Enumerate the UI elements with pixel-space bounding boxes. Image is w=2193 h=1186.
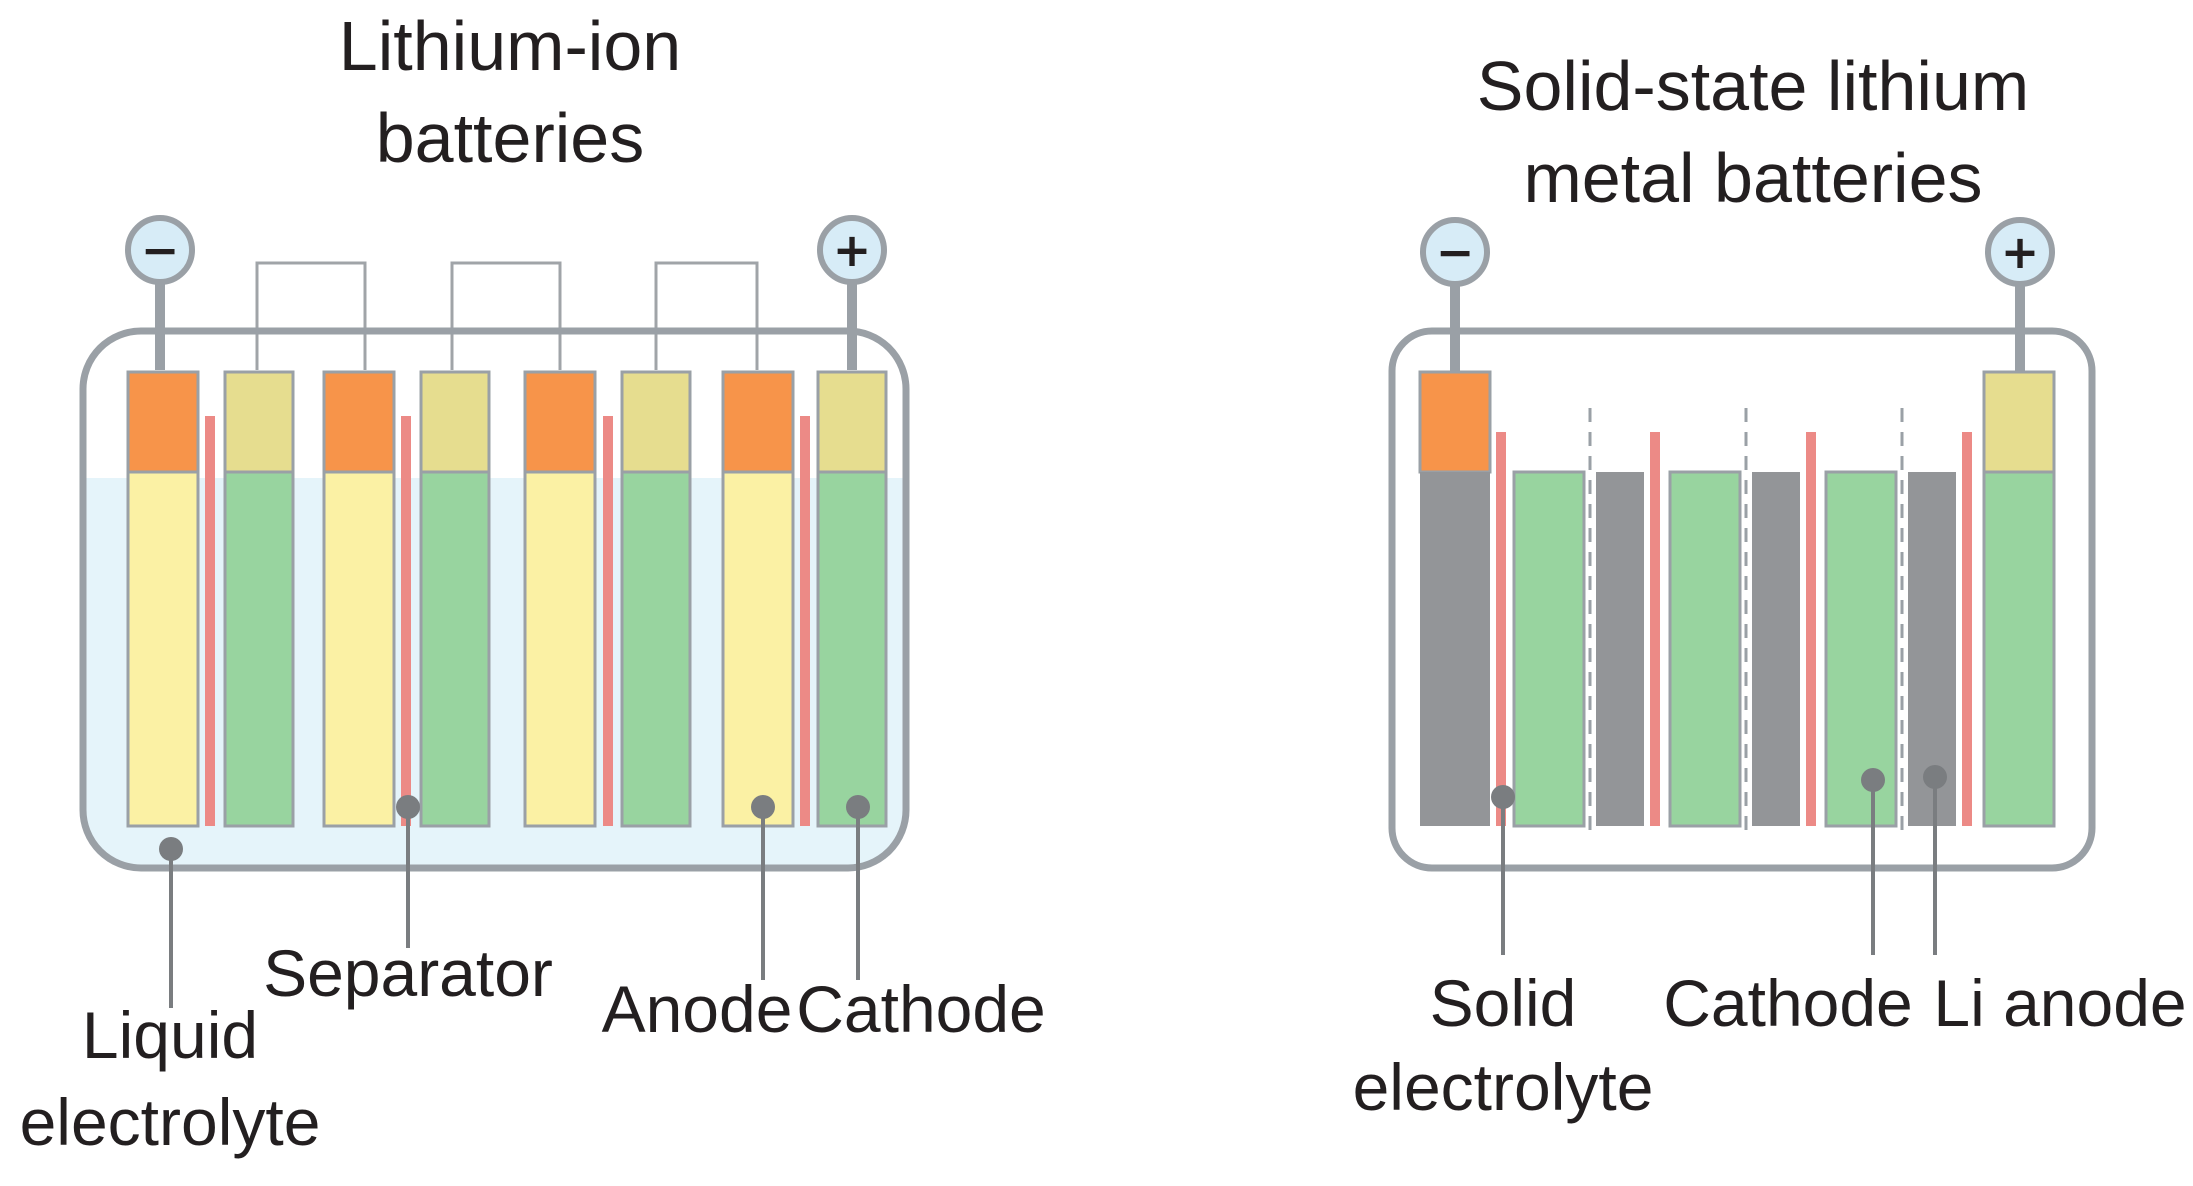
- liquid-electrolyte-label-line2: electrolyte: [20, 1085, 321, 1159]
- cathode-layer: [620, 470, 692, 828]
- cathode-layer: [1512, 470, 1586, 828]
- anode-current-collector: [721, 370, 795, 474]
- anode-current-collector: [126, 370, 200, 474]
- anode-layer: [721, 470, 795, 828]
- anode-label: Anode: [602, 972, 793, 1046]
- separator: [205, 416, 215, 826]
- positive-terminal: +: [1985, 217, 2055, 287]
- solid-electrolyte-label-line1: Solid: [1430, 966, 1577, 1040]
- minus-icon: −: [1436, 225, 1475, 279]
- negative-terminal: −: [125, 215, 195, 285]
- cathode-current-collector: [620, 370, 692, 474]
- cathode-current-collector: [816, 370, 888, 474]
- plus-icon: +: [833, 223, 872, 277]
- solid-state-panel: Solid-state lithium metal batteries −: [1353, 47, 2187, 1124]
- series-connector-2: [450, 261, 562, 370]
- solid-electrolyte-callout: [1491, 785, 1515, 955]
- liquid-electrolyte-callout: [159, 837, 183, 1008]
- solid-electrolyte-label-line2: electrolyte: [1353, 1050, 1654, 1124]
- solid-state-title-line1: Solid-state lithium: [1477, 47, 2029, 125]
- cathode-layer: [1824, 470, 1898, 828]
- anode-layer: [126, 470, 200, 828]
- minus-icon: −: [141, 223, 180, 277]
- anode-current-collector: [322, 370, 396, 474]
- separator: [401, 416, 411, 826]
- solid-electrolyte: [1496, 432, 1506, 826]
- separator-callout: [396, 795, 420, 948]
- positive-terminal: +: [817, 215, 887, 285]
- li-anode-callout: [1923, 765, 1947, 955]
- li-metal-anode: [1420, 472, 1490, 826]
- cell-pair-2: [322, 370, 491, 828]
- liquid-electrolyte-label-line1: Liquid: [82, 998, 258, 1072]
- anode-current-collector: [523, 370, 597, 474]
- battery-casing: [79, 327, 910, 872]
- cathode-current-collector: [419, 370, 491, 474]
- anode-layer: [523, 470, 597, 828]
- cathode-layer: [1668, 470, 1742, 828]
- solid-electrolyte: [1962, 432, 1972, 826]
- anode-current-collector: [1418, 370, 1492, 474]
- separator: [603, 416, 613, 826]
- cell-pair-4: [721, 370, 888, 828]
- series-connector-1: [255, 261, 367, 370]
- cathode-label: Cathode: [1663, 966, 1913, 1040]
- cathode-layer: [1982, 470, 2056, 828]
- solid-state-title-line2: metal batteries: [1523, 139, 1982, 217]
- cell-pair-3: [523, 370, 692, 828]
- lithium-ion-title-line2: batteries: [376, 99, 644, 177]
- cathode-callout: [846, 795, 870, 980]
- cathode-layer: [816, 470, 888, 828]
- cell-pair-1: [126, 370, 295, 828]
- plus-icon: +: [2001, 225, 2040, 279]
- cathode-callout: [1861, 768, 1885, 955]
- separator: [800, 416, 810, 826]
- cathode-layer: [419, 470, 491, 828]
- anode-callout: [751, 795, 775, 980]
- solid-electrolyte: [1806, 432, 1816, 826]
- solid-electrolyte: [1650, 432, 1660, 826]
- li-metal-anode: [1596, 472, 1644, 826]
- anode-layer: [322, 470, 396, 828]
- cathode-current-collector: [1982, 370, 2056, 474]
- li-anode-label: Li anode: [1933, 966, 2186, 1040]
- li-metal-anode: [1752, 472, 1800, 826]
- cathode-current-collector: [223, 370, 295, 474]
- cathode-layer: [223, 470, 295, 828]
- negative-terminal: −: [1420, 217, 1490, 287]
- battery-casing: [1388, 327, 2096, 872]
- series-connector-3: [654, 261, 759, 370]
- lithium-ion-panel: Lithium-ion batteries: [20, 7, 1046, 1159]
- separator-label: Separator: [263, 936, 553, 1010]
- lithium-ion-title-line1: Lithium-ion: [339, 7, 681, 85]
- cathode-label: Cathode: [796, 972, 1046, 1046]
